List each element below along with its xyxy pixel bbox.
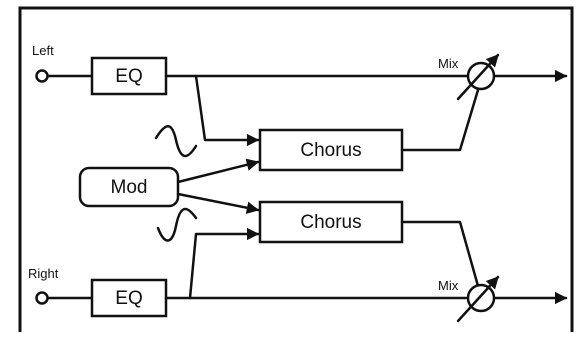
- chorus-top-block: [258, 128, 404, 172]
- mix-bottom-label: Mix: [438, 278, 459, 293]
- lfo-bottom-wave-icon: [156, 207, 198, 242]
- mix-bottom-indicator: [456, 275, 500, 323]
- chorus-bottom-return-wire: [400, 220, 480, 288]
- chorus-top-return-wire: [400, 88, 480, 152]
- mod-block: [78, 166, 180, 208]
- mod-to-chorus-top-wire: [176, 158, 260, 184]
- top-send-wire: [194, 74, 260, 147]
- bottom-send-wire: [188, 227, 260, 300]
- mod-to-chorus-bottom-wire: [176, 192, 260, 214]
- chorus-top-label: Chorus: [300, 140, 361, 161]
- eq-bottom-block: [90, 278, 168, 318]
- right-input-jack: [35, 291, 49, 305]
- left-input-label: Left: [32, 43, 54, 58]
- lfo-top-wave-icon: [154, 125, 198, 158]
- chorus-bottom-label: Chorus: [300, 212, 361, 233]
- eq-bottom-label: EQ: [115, 288, 142, 309]
- eq-top-label: EQ: [115, 66, 142, 87]
- right-input-label: Right: [28, 266, 59, 281]
- diagram-frame: [18, 6, 574, 332]
- mix-top-label: Mix: [438, 56, 459, 71]
- left-input-jack: [35, 69, 49, 83]
- mix-top-indicator: [456, 53, 500, 101]
- mod-label: Mod: [111, 177, 148, 198]
